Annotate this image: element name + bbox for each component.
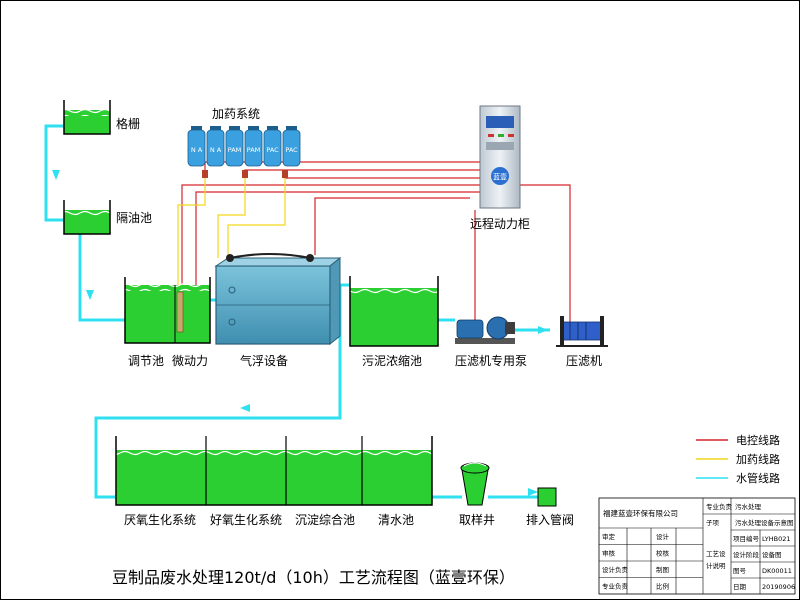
title-block-cell: 污水处理设备示意图 — [735, 518, 794, 527]
dosing-tank-label: PAM — [247, 146, 261, 154]
dosing-tank: N A — [187, 126, 206, 167]
aerobic-label: 好氧生化系统 — [210, 513, 282, 527]
sludge-thickener-tank: 污泥浓缩池 — [349, 276, 439, 368]
title-block-cell: 图号 — [733, 567, 747, 575]
legend-label: 加药线路 — [736, 452, 780, 466]
title-block-cell: LYHB021 — [762, 535, 790, 543]
filter-pump-label: 压滤机专用泵 — [455, 353, 527, 368]
dosing-tank: N A — [206, 126, 225, 167]
dosing-tank: PAC — [263, 126, 282, 167]
title-block-cell: 专业负责 — [706, 502, 733, 511]
anaerobic-label: 厌氧生化系统 — [124, 513, 196, 527]
title-block-cell: 制图 — [656, 565, 669, 574]
clear-water-label: 清水池 — [378, 513, 414, 527]
dosing-pump — [242, 170, 248, 178]
cabinet-badge: 蓝壹 — [493, 172, 507, 181]
title-block-cell: 审核 — [602, 549, 616, 558]
legend-item: 水管线路 — [696, 471, 780, 485]
title-block-mid-label-1: 工艺设 — [706, 549, 726, 558]
dosing-tank-label: N A — [210, 146, 222, 154]
bio-treatment-tanks: 厌氧生化系统 好氧生化系统 沉淀综合池 清水池 — [115, 436, 433, 527]
title-block-cell: 专业负责 — [602, 582, 629, 591]
control-cabinet-label: 远程动力柜 — [470, 216, 530, 231]
regulating-tank-label: 调节池 — [128, 354, 164, 368]
title-block-cell: 设备图 — [762, 550, 782, 559]
filter-press-label: 压滤机 — [566, 354, 602, 368]
dosing-tank-label: N A — [191, 146, 203, 154]
title-block-cell: 比例 — [656, 582, 669, 591]
dosing-tank-group: N A N A PAM PAM PAC PAC — [187, 126, 301, 178]
control-cabinet: 蓝壹 远程动力柜 — [470, 105, 530, 231]
legend-item: 加药线路 — [696, 452, 780, 466]
sludge-thickener-label: 污泥浓缩池 — [362, 353, 422, 368]
dosing-pump — [202, 170, 208, 178]
title-block-cell: 污水处理 — [735, 502, 762, 511]
sampling-well-label: 取样井 — [459, 512, 495, 527]
oil-separator-label: 隔油池 — [116, 211, 152, 225]
legend-label: 水管线路 — [736, 471, 780, 485]
chemical-dosing-system: 加药系统 N A N A PAM PAM PAC PAC — [187, 107, 301, 178]
regulating-tank: 调节池 微动力 — [124, 277, 211, 368]
title-block-cell: 20190906 — [762, 583, 795, 591]
title-block-cell: 日期 — [733, 583, 747, 591]
grille-label: 格栅 — [116, 116, 140, 131]
title-block-cell: 设计阶段 — [733, 550, 760, 559]
dosing-tank: PAM — [244, 126, 263, 167]
title-block-mid-label-2: 计说明 — [706, 561, 726, 570]
dosing-tank-label: PAC — [266, 146, 279, 154]
filter-press-pump: 压滤机专用泵 — [455, 316, 527, 368]
title-block-cell: 项目编号 — [733, 534, 760, 543]
title-block-cell: 校核 — [656, 549, 670, 558]
micro-power-label: 微动力 — [172, 354, 208, 368]
title-block-cell: 子项 — [706, 519, 720, 527]
air-flotation-label: 气浮设备 — [240, 353, 288, 368]
dosing-tank: PAM — [225, 126, 244, 167]
dosing-tank-label: PAC — [285, 146, 298, 154]
title-block-cell: 设计负责 — [602, 565, 629, 574]
title-block-cell: 设计 — [656, 532, 670, 541]
dosing-lines — [177, 178, 286, 300]
title-block: 福建蓝壹环保有限公司 工艺设 计说明 审定设计审核校核设计负责制图专业负责比例 … — [598, 497, 796, 595]
air-flotation-unit: 气浮设备 — [214, 253, 342, 368]
title-block-cell: 审定 — [602, 532, 616, 541]
dosing-tank-label: PAM — [228, 146, 242, 154]
filter-press: 压滤机 — [556, 316, 608, 368]
oil-separator-tank: 隔油池 — [63, 200, 152, 235]
grille-tank: 格栅 — [63, 100, 140, 135]
discharge-valve-label: 排入管阀 — [526, 512, 574, 527]
legend-item: 电控线路 — [696, 433, 780, 447]
sedimentation-label: 沉淀综合池 — [295, 512, 355, 527]
chemical-system-label: 加药系统 — [212, 107, 260, 121]
sampling-well: 取样井 — [459, 462, 495, 527]
dosing-pump — [282, 170, 288, 178]
title-block-company: 福建蓝壹环保有限公司 — [603, 508, 678, 518]
legend-label: 电控线路 — [736, 433, 780, 447]
flow-arrows — [52, 170, 548, 496]
diagram-title: 豆制品废水处理120t/d（10h）工艺流程图（蓝壹环保） — [112, 568, 515, 587]
discharge-valve: 排入管阀 — [526, 487, 574, 527]
title-block-cell: DK00011 — [762, 567, 792, 575]
dosing-tank: PAC — [282, 126, 301, 167]
